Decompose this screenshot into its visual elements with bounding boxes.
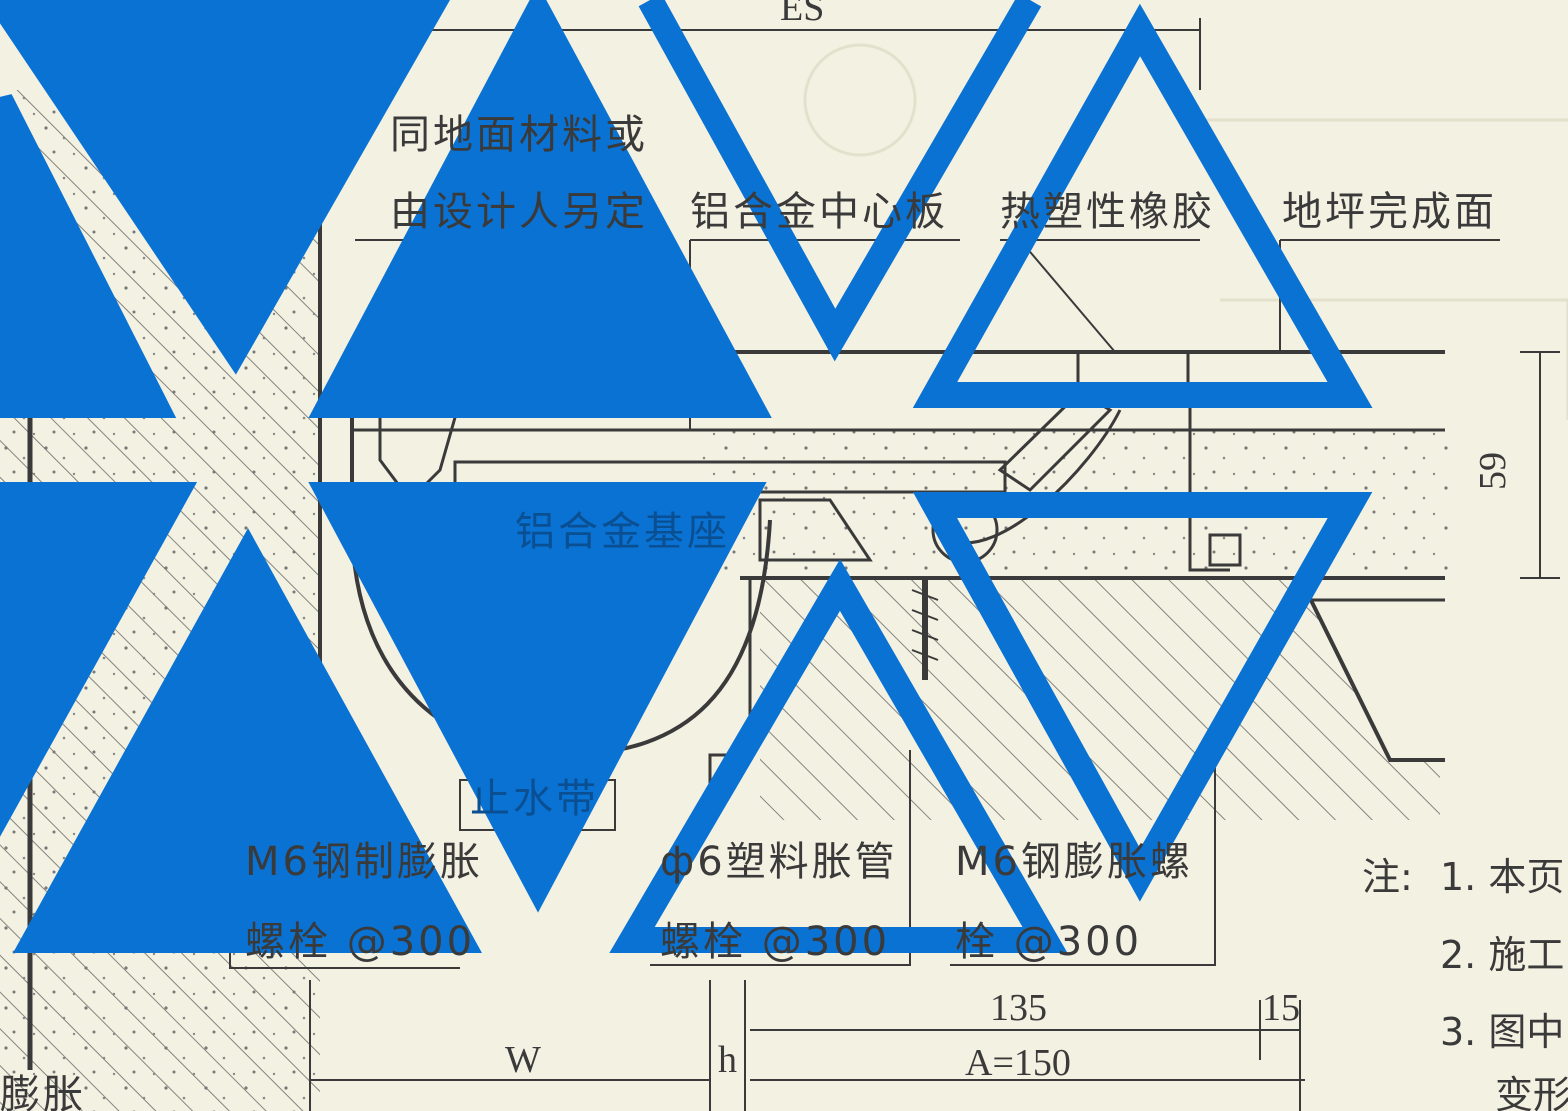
triangle-filled-top-left (0, 0, 450, 375)
dim-es: ES (780, 0, 824, 29)
note-prefix: 注: (1362, 855, 1413, 899)
label-floor-material-1: 同地面材料或 (390, 112, 648, 158)
triangle-filled-left-low (0, 482, 198, 837)
label-bottom-left: 膨胀 (0, 1072, 86, 1111)
note-2: 2. 施工 (1440, 933, 1564, 977)
note-3b: 变形 (1495, 1073, 1568, 1111)
blue-overlay (0, 0, 1373, 953)
label-rubber: 热塑性橡胶 (1000, 189, 1215, 235)
label-center-plate: 铝合金中心板 (690, 189, 948, 235)
dim-height: 59 (1472, 452, 1514, 490)
dim-15: 15 (1262, 987, 1300, 1029)
triangle-filled-bottom-left (12, 528, 482, 953)
zigzag-top (638, 0, 1042, 362)
notes: 注: 1. 本页 2. 施工 3. 图中 变形 (1362, 855, 1568, 1111)
label-plastic-tube-2: 螺栓 @300 (660, 919, 890, 965)
dim-h: h (718, 1039, 737, 1081)
note-3: 3. 图中 (1440, 1010, 1564, 1054)
label-bolt-right-1: M6钢膨胀螺 (955, 839, 1193, 885)
label-plastic-tube-1: ф6塑料胀管 (660, 839, 898, 885)
dim-w: W (505, 1039, 541, 1081)
triangle-outline-top-right (912, 3, 1373, 408)
label-floor-finish: 地坪完成面 (1282, 189, 1497, 235)
triangle-filled-top-center (308, 0, 772, 418)
triangle-filled-mid-center (308, 482, 767, 913)
dim-a150: A=150 (965, 1042, 1071, 1084)
dimension-labels: ES 59 W h 135 15 A=150 (505, 0, 1514, 1084)
label-bolt-left-1: M6钢制膨胀 (245, 839, 483, 885)
watermark (803, 43, 1568, 420)
dim-135: 135 (990, 987, 1047, 1029)
labels: 同地面材料或 由设计人另定 铝合金中心板 热塑性橡胶 地坪完成面 铝合金基座 止… (0, 112, 1497, 1111)
triangle-outline-mid-right (912, 492, 1373, 902)
label-bolt-right-2: 栓 @300 (955, 919, 1142, 965)
label-base-frame: 铝合金基座 (515, 509, 730, 555)
label-bolt-left-2: 螺栓 @300 (245, 919, 475, 965)
label-waterstop: 止水带 (470, 776, 599, 822)
note-1: 1. 本页 (1440, 855, 1564, 899)
triangle-outline-bottom-center (609, 559, 1068, 953)
label-floor-material-2: 由设计人另定 (390, 189, 648, 235)
triangle-filled-left-mid (0, 94, 177, 418)
